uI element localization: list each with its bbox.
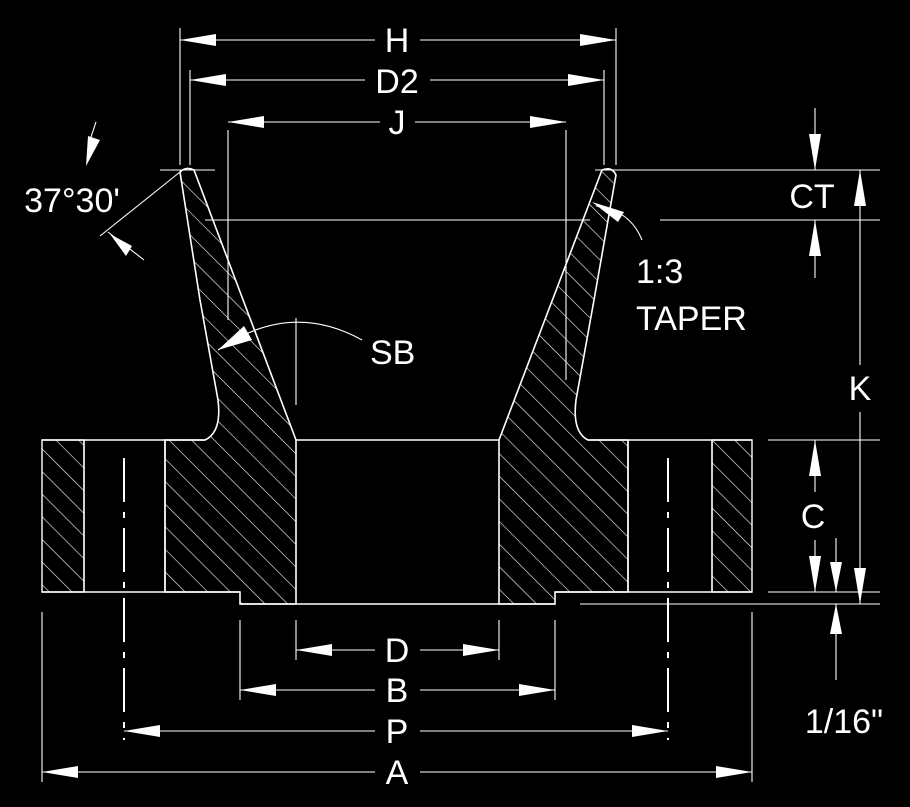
label-taper-ratio: 1:3 [636,253,683,291]
label-raised-face: 1/16" [805,703,883,741]
label-C: C [801,498,826,536]
label-H: H [385,22,410,60]
label-J: J [389,104,406,142]
label-B: B [386,672,409,710]
flange-section [41,167,753,605]
label-D: D [385,632,410,670]
left-hub-section [164,167,297,605]
label-K: K [849,370,872,408]
left-ring-section [41,439,85,593]
label-P: P [386,713,409,751]
right-ring-section [711,439,753,593]
right-hub-section [498,168,629,605]
label-angle: 37°30' [24,182,120,220]
label-D2: D2 [375,63,418,101]
label-A: A [386,754,409,792]
label-taper-word: TAPER [636,300,747,338]
label-SB: SB [370,334,415,372]
label-CT: CT [789,178,834,216]
